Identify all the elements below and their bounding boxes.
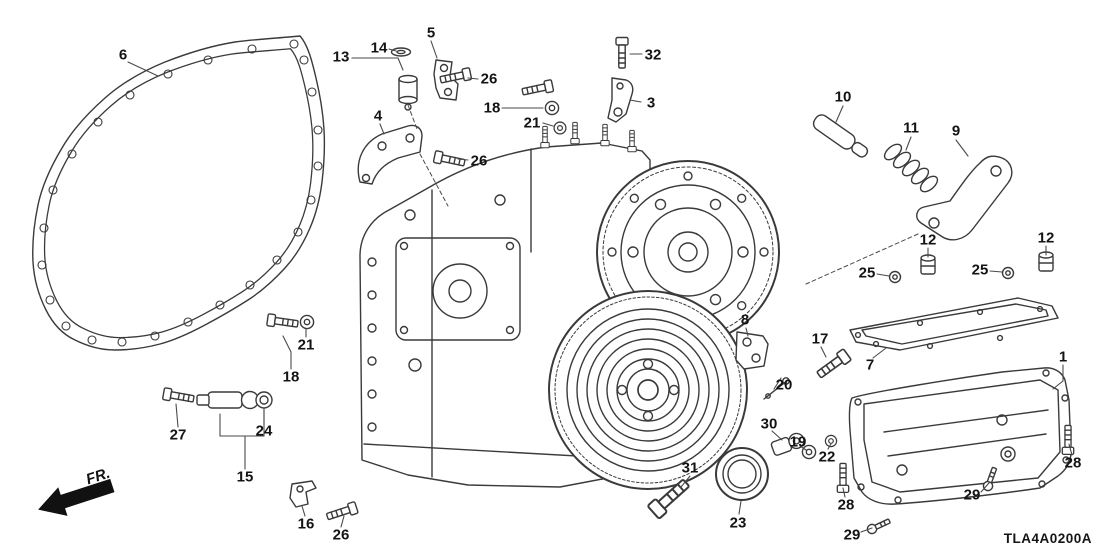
- callout-label-25: 25: [971, 261, 989, 279]
- bolt-top-view: [888, 266, 1015, 284]
- control-lever: [916, 155, 1013, 241]
- callout-label-28: 28: [1064, 454, 1082, 472]
- callout-label-21: 21: [297, 336, 315, 354]
- callout-label-5: 5: [426, 24, 436, 42]
- callout-label-20: 20: [775, 376, 793, 394]
- oil-seal: [715, 447, 769, 501]
- callout-label-7: 7: [865, 356, 875, 374]
- oil-pan: [848, 367, 1072, 505]
- callout-label-22: 22: [818, 448, 836, 466]
- callout-label-9: 9: [951, 122, 961, 140]
- callout-label-13: 13: [332, 48, 350, 66]
- callout-label-18: 18: [282, 368, 300, 386]
- callout-label-19: 19: [789, 433, 807, 451]
- bracket-plate: [735, 331, 769, 370]
- callout-label-25: 25: [858, 264, 876, 282]
- callout-label-4: 4: [373, 107, 383, 125]
- callout-label-32: 32: [644, 46, 662, 64]
- drain-valve: [770, 432, 805, 456]
- diagram-code: TLA4A0200A: [1003, 531, 1092, 546]
- callout-label-18: 18: [483, 99, 501, 117]
- position-sensor: [196, 390, 260, 410]
- side-cover-gasket: [32, 35, 326, 351]
- callout-label-30: 30: [760, 415, 778, 433]
- callout-label-23: 23: [729, 514, 747, 532]
- callout-label-26: 26: [470, 152, 488, 170]
- washer-flat: [390, 47, 412, 57]
- mount-rubber: [398, 74, 418, 111]
- callout-label-29: 29: [843, 526, 861, 544]
- callout-label-21: 21: [523, 114, 541, 132]
- torque-converter: [548, 290, 748, 490]
- callout-label-12: 12: [919, 231, 937, 249]
- gasket-bolt-holes: [37, 39, 323, 347]
- joint-pipe: [812, 114, 869, 158]
- callout-label-6: 6: [118, 46, 128, 64]
- leader-lines: [127, 40, 1073, 533]
- callout-label-3: 3: [646, 94, 656, 112]
- callout-label-27: 27: [169, 426, 187, 444]
- fr-direction-arrow: [38, 478, 115, 516]
- bracket-lower: [289, 480, 317, 508]
- callout-label-31: 31: [681, 459, 699, 477]
- callout-label-16: 16: [297, 515, 315, 533]
- bracket-curved: [357, 124, 423, 185]
- callout-label-10: 10: [834, 88, 852, 106]
- callout-label-29: 29: [963, 486, 981, 504]
- bracket-strap: [607, 77, 634, 123]
- callout-label-14: 14: [370, 39, 388, 57]
- callout-label-1: 1: [1058, 348, 1068, 366]
- callout-label-8: 8: [740, 311, 750, 329]
- callout-label-24: 24: [255, 422, 273, 440]
- spring: [883, 143, 939, 193]
- callout-label-26: 26: [480, 70, 498, 88]
- stud: [763, 377, 790, 400]
- callout-label-11: 11: [903, 119, 919, 137]
- callout-label-28: 28: [837, 496, 855, 514]
- callout-label-15: 15: [236, 468, 254, 486]
- callout-label-26: 26: [332, 526, 350, 544]
- callout-label-17: 17: [811, 330, 829, 348]
- oil-pan-gasket: [849, 297, 1059, 351]
- callout-label-12: 12: [1037, 229, 1055, 247]
